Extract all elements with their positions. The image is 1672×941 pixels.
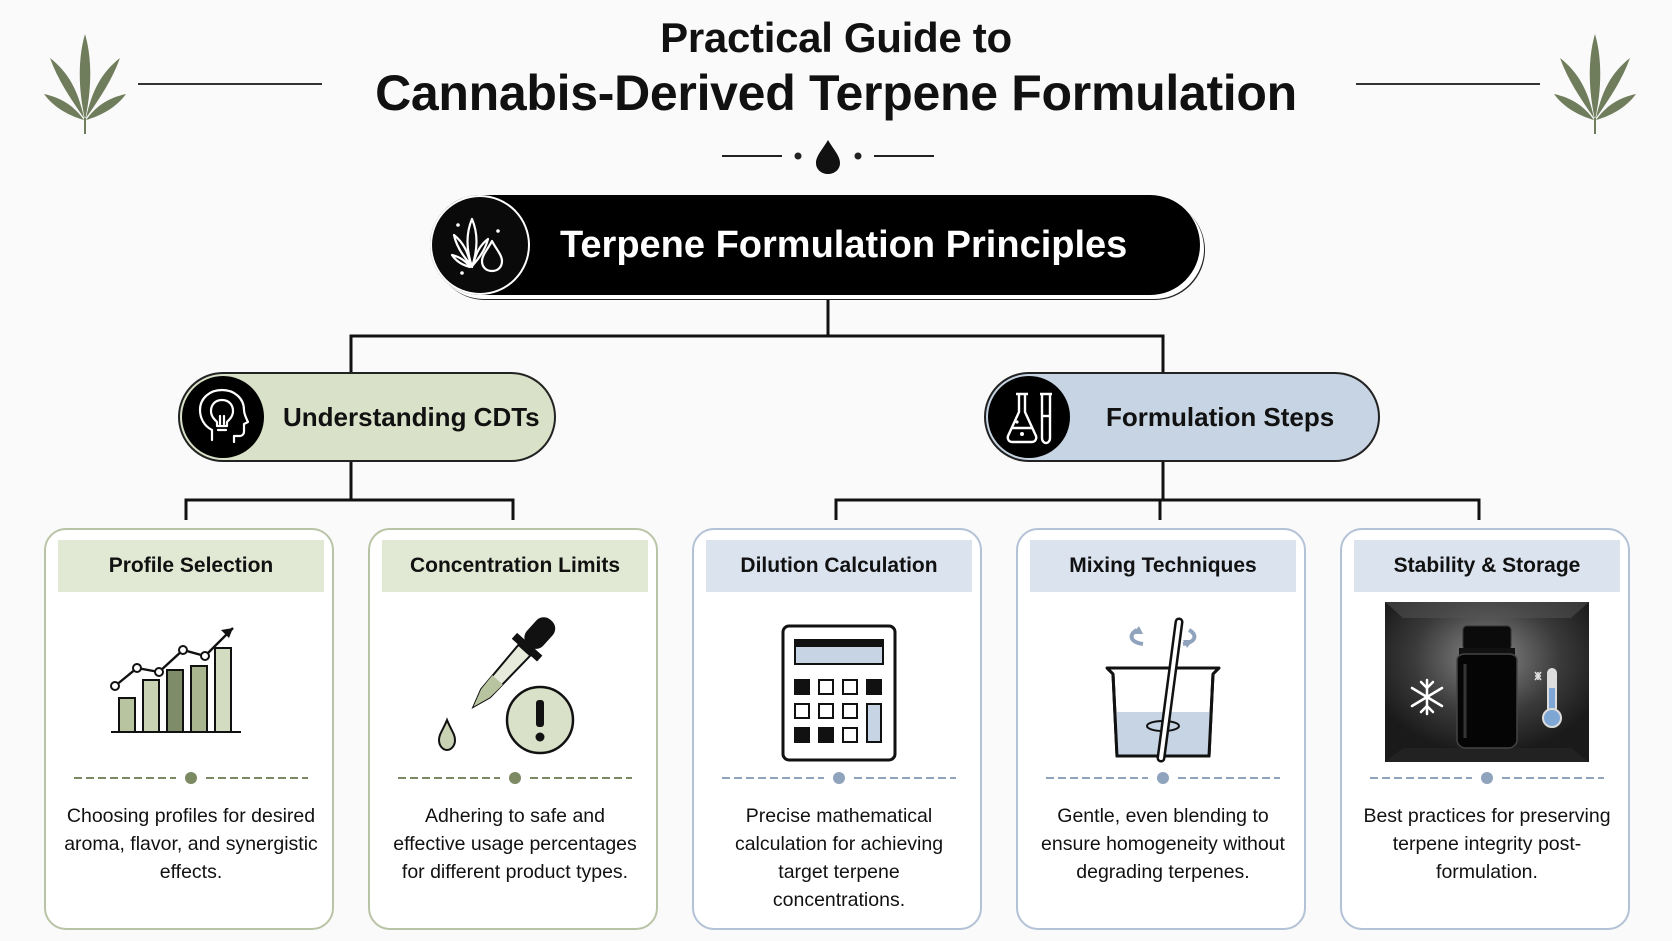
flask-beaker-icon xyxy=(988,376,1070,458)
page-title-line2: Cannabis-Derived Terpene Formulation xyxy=(375,65,1297,121)
card-divider xyxy=(1370,770,1604,786)
rising-bar-chart-icon xyxy=(91,608,291,768)
card-divider xyxy=(398,770,632,786)
card-title: Concentration Limits xyxy=(382,540,648,592)
dropper-warning-icon xyxy=(415,608,615,768)
card-title: Mixing Techniques xyxy=(1030,540,1296,592)
card-title: Dilution Calculation xyxy=(706,540,972,592)
leaf-icon-left xyxy=(40,28,130,138)
header-rule-right xyxy=(1356,83,1540,85)
snowflake-icon xyxy=(1410,678,1444,716)
root-label: Terpene Formulation Principles xyxy=(560,224,1128,266)
card-description: Best practices for preserving terpene in… xyxy=(1363,805,1611,883)
card-title: Profile Selection xyxy=(58,540,324,592)
card-description: Choosing profiles for desired aroma, fla… xyxy=(64,805,318,883)
card-divider xyxy=(1046,770,1280,786)
card-description: Precise mathematical calculation for ach… xyxy=(734,805,944,911)
card-divider xyxy=(722,770,956,786)
title-ornament xyxy=(716,136,956,176)
thermometer-icon xyxy=(1534,668,1562,728)
root-node: Terpene Formulation Principles xyxy=(430,195,1200,295)
card-divider xyxy=(74,770,308,786)
calculator-icon xyxy=(739,608,939,768)
header-rule-left xyxy=(138,83,322,85)
card-profile-selection: Profile Selection Choo xyxy=(44,528,334,930)
card-concentration-limits: Concentration Limits Adhering to safe an… xyxy=(368,528,658,930)
branch-label: Formulation Steps xyxy=(1106,402,1335,432)
branch-understanding-cdts: Understanding CDTs xyxy=(178,372,556,462)
lightbulb-head-icon xyxy=(182,376,264,458)
card-dilution-calculation: Dilution Calculation xyxy=(692,528,982,930)
card-title: Stability & Storage xyxy=(1354,540,1620,592)
leaf-drop-icon xyxy=(430,195,530,295)
drop-icon xyxy=(816,140,840,174)
card-description: Gentle, even blending to ensure homogene… xyxy=(1041,805,1285,883)
card-description: Adhering to safe and effective usage per… xyxy=(393,805,637,883)
branch-label: Understanding CDTs xyxy=(283,402,540,432)
branch-formulation-steps: Formulation Steps xyxy=(984,372,1380,462)
page-title-line1: Practical Guide to xyxy=(660,14,1012,61)
card-mixing-techniques: Mixing Techniques Gentle, even blending … xyxy=(1016,528,1306,930)
leaf-icon-right xyxy=(1550,28,1640,138)
stirring-beaker-icon xyxy=(1063,608,1263,768)
card-stability-storage: Stability & Storage xyxy=(1340,528,1630,930)
dark-bottle-cold-storage-icon xyxy=(1385,602,1589,762)
